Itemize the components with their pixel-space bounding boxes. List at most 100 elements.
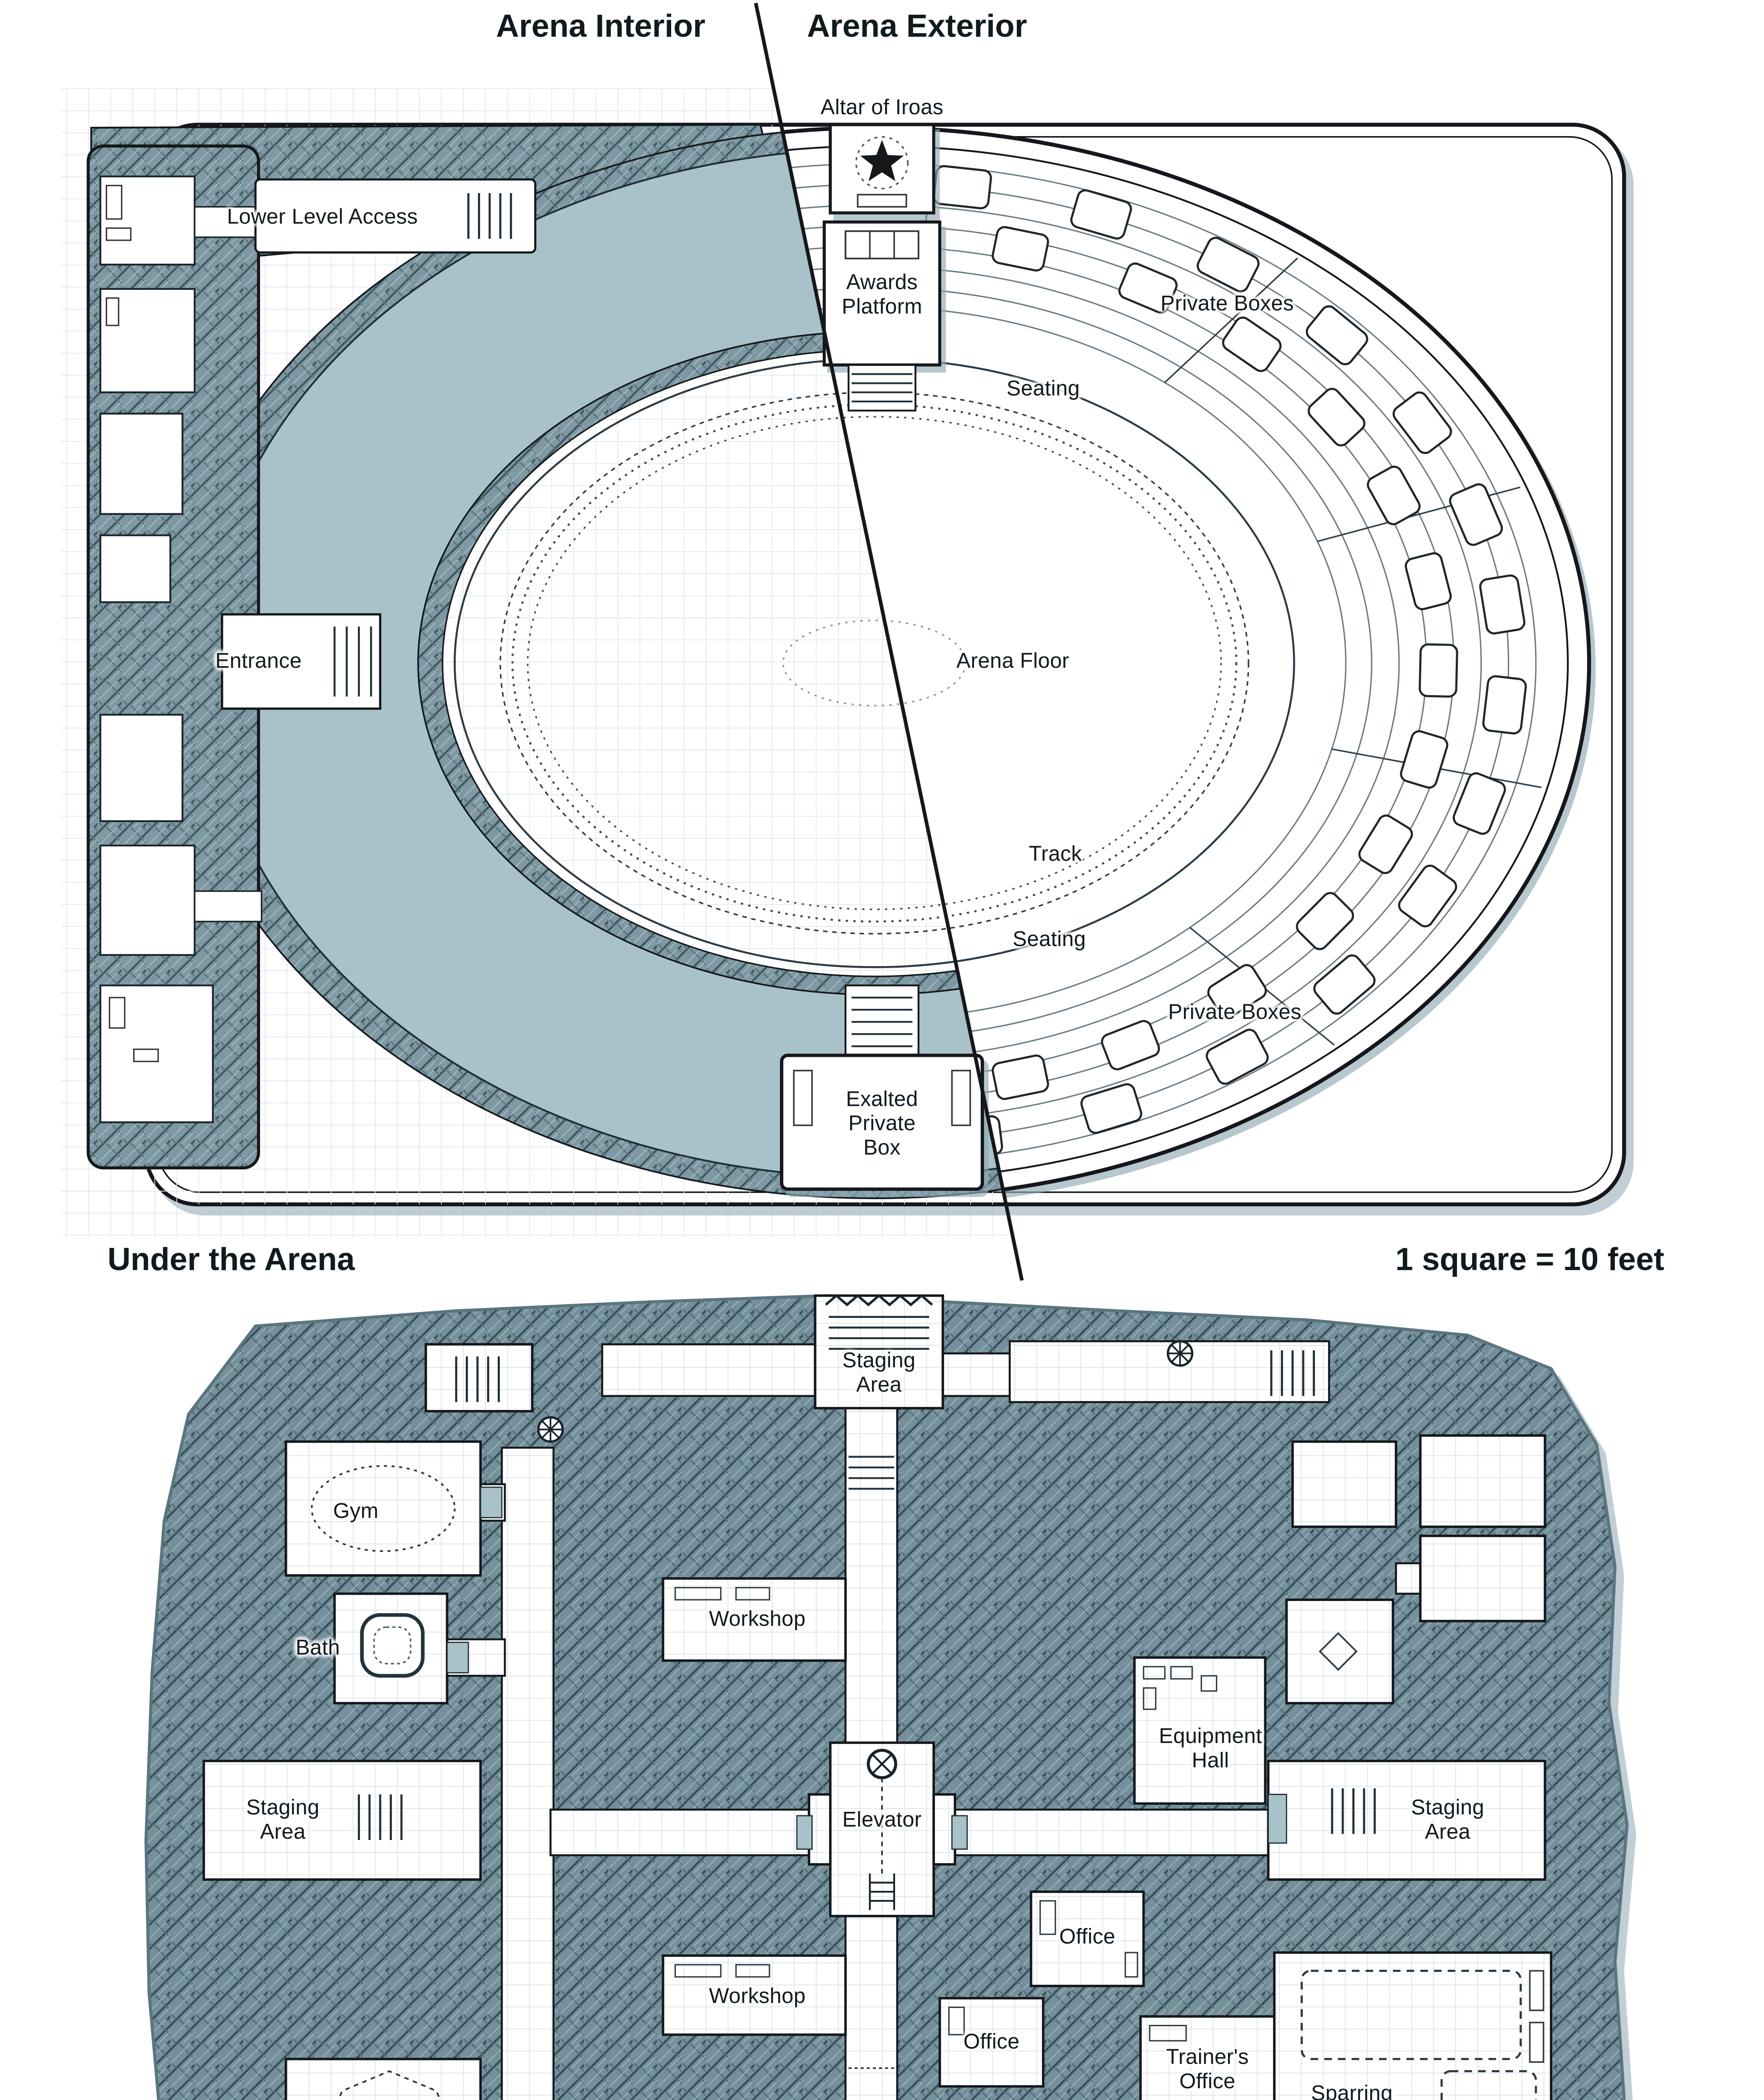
altar-table-icon <box>857 194 907 208</box>
room-staging-right <box>1267 1759 1546 1881</box>
private-boxes-top-label: Private Boxes <box>1160 290 1294 315</box>
private-box <box>1306 305 1368 365</box>
private-box <box>1207 964 1267 1019</box>
spiral-stair-icon <box>538 1417 563 1441</box>
inner-wall-ring <box>417 331 1022 995</box>
star-icon <box>860 140 904 181</box>
furniture-icon <box>109 997 126 1029</box>
stairs-icon <box>851 373 913 403</box>
trainers-office-label: Trainer's Office <box>1166 2044 1249 2093</box>
corridor-top-left <box>601 1343 822 1397</box>
private-box <box>1296 892 1354 950</box>
room-stairs-top-left <box>424 1343 534 1412</box>
private-box <box>1452 772 1506 835</box>
awards-platform-room <box>822 220 942 412</box>
diamond-icon <box>1318 1632 1358 1671</box>
furniture-icon <box>133 1048 159 1062</box>
arena-exterior-title: Arena Exterior <box>807 9 1027 45</box>
arena-top-map <box>60 3 1626 1281</box>
corridor-left-vertical <box>501 1446 555 2100</box>
private-box <box>1479 574 1525 635</box>
private-box <box>1398 864 1457 927</box>
private-box <box>1418 643 1458 698</box>
couch-icon <box>951 1070 971 1126</box>
scale-note: 1 square = 10 feet <box>1395 1242 1664 1278</box>
furniture-icon <box>105 227 132 241</box>
podium-icon <box>845 230 919 260</box>
track-label: Track <box>1029 841 1082 866</box>
awards-platform-label: Awards Platform <box>842 269 922 318</box>
room-equipment-hall <box>1133 1656 1267 1805</box>
lower-level-access-label: Lower Level Access <box>227 204 418 228</box>
furniture-icon <box>105 185 123 220</box>
room-upper-right-3 <box>1291 1440 1397 1528</box>
private-boxes <box>933 165 1527 1160</box>
entrance-label: Entrance <box>215 648 302 672</box>
room-gym-upper <box>284 1440 482 1577</box>
private-box <box>1367 465 1421 525</box>
exalted-private-box-room <box>780 984 984 1191</box>
room-office-1 <box>938 1997 1045 2088</box>
private-box <box>992 226 1049 272</box>
private-box <box>1118 262 1178 314</box>
room-storage-right <box>1285 1599 1394 1705</box>
office-1-label: Office <box>963 2029 1020 2053</box>
spiral-stair-icon <box>1168 1341 1192 1365</box>
room-workshop-lower <box>662 1954 847 2036</box>
private-box <box>1400 730 1449 789</box>
room-upper-right-1 <box>1419 1434 1546 1528</box>
private-box <box>1101 1020 1160 1071</box>
entrance-corridor <box>220 613 381 710</box>
private-box <box>1482 675 1527 735</box>
couch-icon <box>793 1070 813 1126</box>
room-staging-top <box>814 1294 944 1410</box>
bench-icons <box>1529 1970 1544 2063</box>
bath-pool-icon <box>360 1613 425 1678</box>
room-workshop-upper <box>662 1577 847 1662</box>
office-right-label: Office <box>1059 1924 1116 1948</box>
arena-interior-half <box>87 123 1022 1200</box>
private-box <box>1197 236 1260 293</box>
exalted-private-box-label: Exalted Private Box <box>846 1086 918 1159</box>
private-boxes-bottom-label: Private Boxes <box>1168 999 1302 1024</box>
arena-floor-edge <box>511 403 1237 923</box>
private-box <box>992 1054 1049 1100</box>
door-passage <box>194 890 262 922</box>
staging-top-label: Staging Area <box>842 1347 916 1396</box>
stairs-icon <box>851 997 913 1047</box>
door-passage <box>194 206 262 238</box>
sparring-mat-icon <box>1300 1969 1522 2060</box>
staging-right-label: Staging Area <box>1411 1795 1485 1843</box>
stairs-to-seating <box>848 364 916 412</box>
rooms <box>202 1294 1553 2100</box>
seating-top-label: Seating <box>1006 375 1080 400</box>
workshop-upper-label: Workshop <box>709 1606 806 1630</box>
under-arena-map <box>144 1294 1629 2100</box>
room-gym-lower <box>284 2058 482 2100</box>
private-box <box>1070 189 1132 240</box>
workshop-lower-label: Workshop <box>709 1983 806 2008</box>
seating-bottom-label: Seating <box>1013 926 1086 951</box>
private-box <box>1307 388 1365 446</box>
furniture-icon <box>105 297 120 326</box>
equipment-hall-label: Equipment Hall <box>1159 1723 1262 1772</box>
arena-interior-title: Arena Interior <box>496 9 706 45</box>
altar-room <box>829 123 935 215</box>
track-inner-line <box>499 391 1250 934</box>
private-box <box>1358 814 1413 874</box>
altar-label: Altar of Iroas <box>820 94 944 119</box>
corridor-center-top <box>844 1398 898 1747</box>
private-box <box>933 165 992 210</box>
arena-center-mark <box>782 620 966 706</box>
bath-pool-water <box>373 1626 412 1664</box>
ladder-icon <box>869 1873 895 1910</box>
sparring-label: Sparring <box>1311 2080 1393 2100</box>
bath-label: Bath <box>295 1635 340 1659</box>
gym-upper-label: Gym <box>333 1498 379 1522</box>
door-accents <box>446 1486 1287 1850</box>
staging-left-label: Staging Area <box>246 1795 320 1843</box>
stairs-icon <box>829 1316 929 1350</box>
corridor-left-horizontal <box>549 1809 813 1856</box>
